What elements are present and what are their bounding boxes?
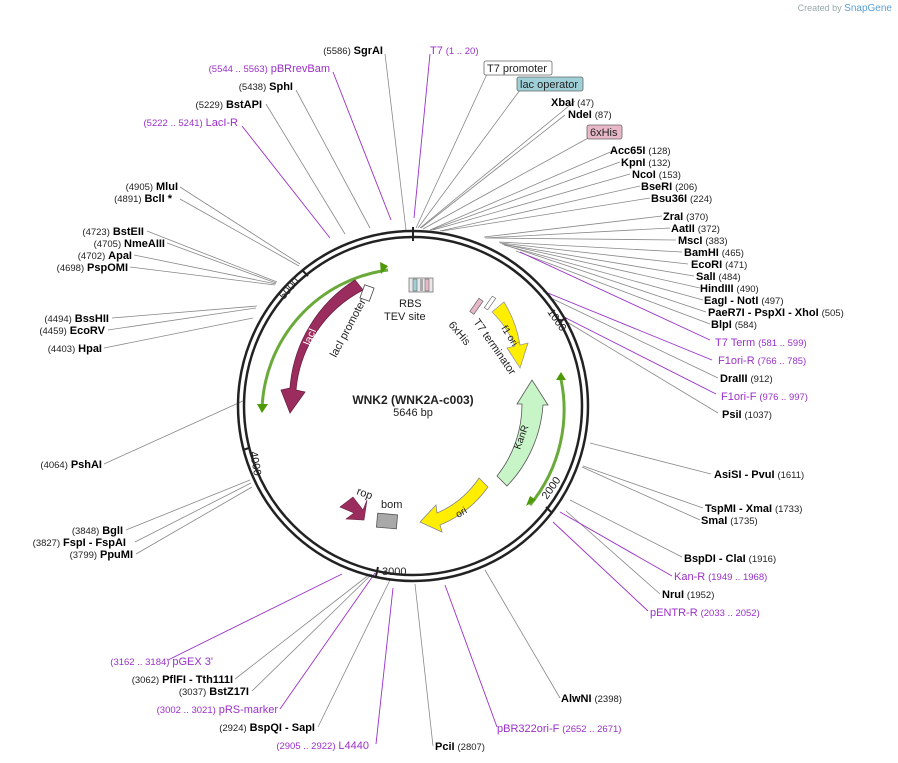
- primer-label-0: (5544 .. 5563) pBRrevBam: [209, 63, 330, 75]
- rop-label: rop: [355, 486, 374, 503]
- enzyme-label-3: (4905) MluI: [126, 181, 178, 193]
- orf-arc-right: [528, 374, 566, 506]
- enzyme-label-17: (3037) BstZ17I: [179, 686, 249, 698]
- enzyme-label-19: PciI (2807): [435, 741, 485, 753]
- credit: Created by SnapGene: [798, 3, 892, 14]
- enzyme-label-31: BamHI (465): [684, 247, 744, 259]
- primer-label-5: F1ori-F (976 .. 997): [721, 391, 808, 403]
- feature-box-lac-operator: lac operator: [516, 76, 584, 92]
- enzyme-label-36: PaeR7I - PspXI - XhoI (505): [708, 307, 844, 319]
- enzyme-label-23: Acc65I (128): [610, 145, 671, 157]
- enzyme-label-38: DraIII (912): [720, 373, 773, 385]
- primer-label-6: Kan-R (1949 .. 1968): [674, 571, 767, 583]
- svg-text:6xHis: 6xHis: [590, 127, 618, 139]
- ori-label: ori: [454, 506, 469, 521]
- rop-arrow: [339, 496, 368, 521]
- enzyme-label-41: TspMI - XmaI (1733): [705, 503, 802, 515]
- laci-arrow: [280, 279, 364, 414]
- kanr-arrow: [496, 379, 549, 487]
- enzyme-label-40: AsiSI - PvuI (1611): [714, 469, 804, 481]
- enzyme-label-15: (3799) PpuMI: [70, 549, 133, 561]
- rbs-label: RBS: [399, 298, 422, 310]
- enzyme-label-10: (4459) EcoRV: [39, 325, 105, 337]
- enzyme-label-25: NcoI (153): [632, 169, 681, 181]
- his-label: 6xHis: [446, 319, 473, 348]
- enzyme-label-43: BspDI - ClaI (1916): [684, 553, 776, 565]
- svg-text:T7 promoter: T7 promoter: [487, 63, 547, 75]
- enzyme-label-8: (4698) PspOMI: [57, 262, 128, 274]
- enzyme-label-33: SalI (484): [696, 271, 741, 283]
- primer-label-3: T7 Term (581 .. 599): [715, 337, 807, 349]
- f1-ori-arrow: [491, 301, 529, 369]
- enzyme-label-20: AlwNI (2398): [561, 693, 622, 705]
- plasmid-length: 5646 bp: [393, 407, 433, 419]
- snapgene-logo: SnapGene: [844, 3, 892, 14]
- enzyme-label-30: MscI (383): [678, 235, 728, 247]
- enzyme-label-24: KpnI (132): [621, 157, 671, 169]
- enzyme-label-14: (3827) FspI - FspAI: [33, 537, 126, 549]
- enzyme-label-0: (5586) SgrAI: [323, 45, 383, 57]
- credit-prefix: Created by: [797, 3, 842, 13]
- enzyme-label-6: (4705) NmeAIII: [94, 238, 165, 250]
- enzyme-label-39: PsiI (1037): [722, 409, 772, 421]
- enzyme-label-34: HindIII (490): [700, 283, 759, 295]
- enzyme-label-42: SmaI (1735): [701, 515, 758, 527]
- feature-box-t7-promoter: T7 promoter: [483, 60, 553, 76]
- svg-text:lac operator: lac operator: [520, 79, 578, 91]
- enzyme-label-12: (4064) PshAI: [40, 459, 102, 471]
- enzyme-label-9: (4494) BssHII: [44, 313, 109, 325]
- enzyme-label-4: (4891) BclI *: [114, 193, 173, 205]
- enzyme-label-32: EcoRI (471): [691, 259, 747, 271]
- enzyme-label-2: (5229) BstAPI: [196, 99, 262, 111]
- bom-label: bom: [381, 499, 402, 511]
- ori-arrow: [419, 477, 489, 533]
- orf-arc-left: [260, 268, 389, 411]
- enzyme-label-1: (5438) SphI: [239, 81, 293, 93]
- primer-label-1: (5222 .. 5241) LacI-R: [144, 117, 239, 129]
- enzyme-label-44: NruI (1952): [662, 589, 714, 601]
- enzyme-label-37: BlpI (584): [711, 319, 757, 331]
- tick-label-3000: 3000: [382, 566, 406, 578]
- feature-box-6xhis: 6xHis: [586, 124, 623, 140]
- primer-label-2: T7 (1 .. 20): [430, 45, 479, 57]
- enzyme-label-28: ZraI (370): [663, 211, 708, 223]
- enzyme-label-5: (4723) BstEII: [82, 226, 144, 238]
- laci-label: lacI: [302, 327, 320, 347]
- enzyme-label-16: (3062) PflFI - Tth111I: [132, 674, 233, 686]
- tev-label: TEV site: [384, 311, 426, 323]
- primer-label-11: pBR322ori-F (2652 .. 2671): [497, 723, 621, 735]
- plasmid-name: WNK2 (WNK2A-c003): [352, 393, 473, 407]
- primer-label-4: F1ori-R (766 .. 785): [718, 355, 806, 367]
- enzyme-label-26: BseRI (206): [641, 181, 697, 193]
- primer-label-8: (3162 .. 3184) pGEX 3': [110, 656, 213, 668]
- tick-label-5000: 5000: [277, 275, 302, 301]
- enzyme-label-27: Bsu36I (224): [651, 193, 712, 205]
- bom-box: [375, 512, 399, 530]
- enzyme-label-35: EagI - NotI (497): [704, 295, 784, 307]
- tick-label-4000: 4000: [247, 450, 263, 476]
- enzyme-label-22: NdeI (87): [568, 109, 612, 121]
- enzyme-label-29: AatII (372): [671, 223, 720, 235]
- primer-label-9: (3002 .. 3021) pRS-marker: [157, 704, 279, 716]
- enzyme-label-13: (3848) BglI: [72, 525, 123, 537]
- enzyme-label-7: (4702) ApaI: [78, 250, 132, 262]
- primer-label-10: (2905 .. 2922) L4440: [276, 740, 369, 752]
- primer-label-7: pENTR-R (2033 .. 2052): [650, 607, 760, 619]
- enzyme-label-11: (4403) HpaI: [48, 343, 102, 355]
- enzyme-label-21: XbaI (47): [551, 97, 594, 109]
- enzyme-label-18: (2924) BspQI - SapI: [219, 722, 315, 734]
